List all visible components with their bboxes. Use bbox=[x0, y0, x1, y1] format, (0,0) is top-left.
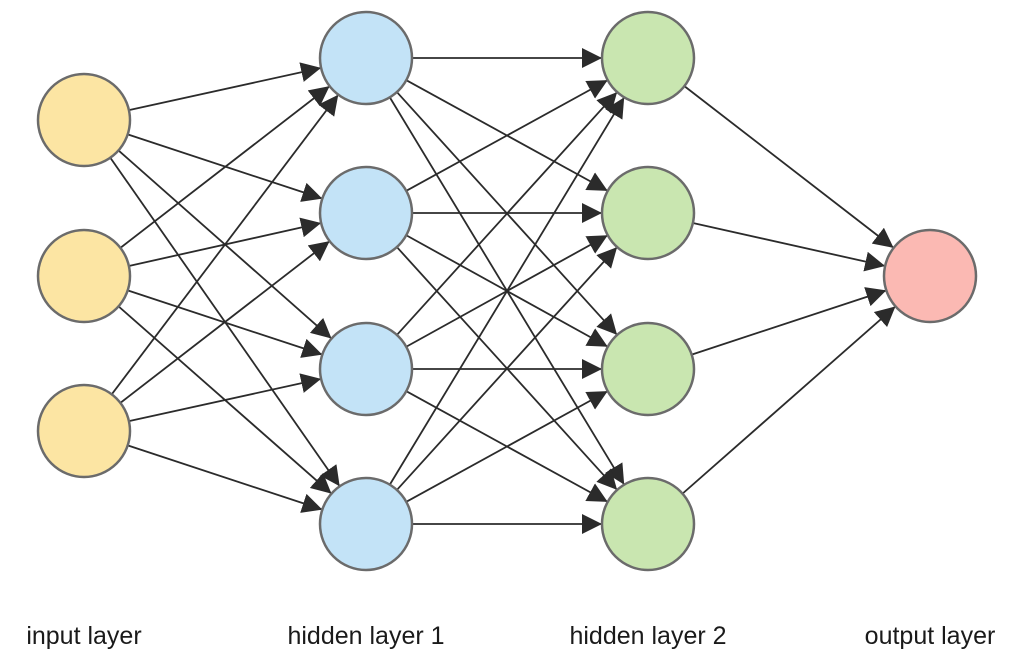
hidden2-node-1 bbox=[600, 10, 696, 106]
connections bbox=[109, 48, 896, 534]
edge-input-3-to-hidden1-1 bbox=[111, 94, 339, 395]
hidden-layer-1-label: hidden layer 1 bbox=[287, 622, 445, 650]
hidden1-node-4 bbox=[318, 476, 414, 572]
edge-hidden1-4-to-hidden2-3 bbox=[405, 390, 608, 503]
neural-network-diagram bbox=[36, 10, 978, 572]
neurons bbox=[36, 10, 978, 572]
input-node-1 bbox=[36, 72, 132, 168]
edge-hidden2-2-to-output-1 bbox=[692, 222, 886, 272]
edge-hidden1-4-to-hidden2-2 bbox=[396, 247, 618, 491]
hidden1-node-3 bbox=[318, 321, 414, 417]
hidden2-node-2 bbox=[600, 165, 696, 261]
edge-hidden1-2-to-hidden2-1 bbox=[405, 79, 608, 192]
edge-input-1-to-hidden1-1 bbox=[128, 62, 322, 111]
input-node-3 bbox=[36, 383, 132, 479]
input-node-2 bbox=[36, 228, 132, 324]
edge-hidden2-3-to-output-1 bbox=[691, 287, 887, 356]
hidden1-node-2 bbox=[318, 165, 414, 261]
edge-input-3-to-hidden1-4 bbox=[127, 444, 323, 513]
hidden-layer-2-label: hidden layer 2 bbox=[569, 622, 727, 650]
output-node-1 bbox=[882, 228, 978, 324]
edge-input-3-to-hidden1-3 bbox=[128, 373, 322, 422]
edge-input-2-to-hidden1-1 bbox=[119, 86, 330, 249]
edge-hidden1-3-to-hidden2-1 bbox=[396, 92, 618, 336]
output-layer-label: output layer bbox=[864, 622, 996, 650]
edge-hidden1-4-to-hidden2-1 bbox=[389, 97, 625, 486]
edge-hidden2-1-to-output-1 bbox=[683, 85, 894, 248]
edge-input-3-to-hidden1-2 bbox=[119, 241, 330, 404]
input-layer-label: input layer bbox=[26, 622, 142, 650]
edge-hidden2-4-to-output-1 bbox=[681, 306, 896, 495]
hidden1-node-1 bbox=[318, 10, 414, 106]
hidden2-node-4 bbox=[600, 476, 696, 572]
hidden2-node-3 bbox=[600, 321, 696, 417]
